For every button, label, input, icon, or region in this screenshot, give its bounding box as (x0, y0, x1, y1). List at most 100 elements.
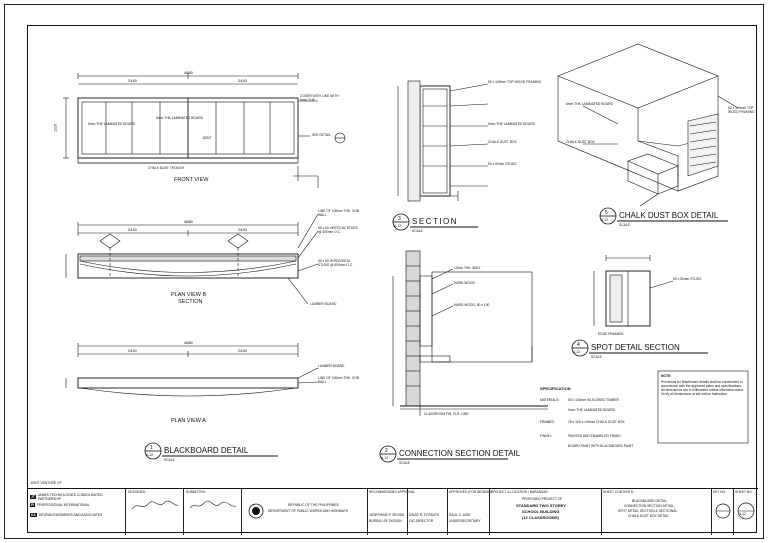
planb-label-horizontal: 50 x 50 HORIZONTAL STUDS @ 600mm O.C. (318, 259, 354, 267)
spec-finish-1: 25 x 100 x 100mm CHALK DUST BOX (568, 420, 625, 424)
firm-3-logo: DA (30, 513, 37, 517)
sheet-no-bubble-icon (737, 502, 755, 520)
signatory-1-title: BUREAU OF DESIGN (369, 519, 402, 523)
submitted-cell: SUBMITTED: (184, 489, 242, 535)
set-no-label: SET NO. (713, 490, 727, 494)
edge-framing-label: EDGE FRAMING (598, 332, 624, 336)
section-label-bottom: 50 x 50mm STUDS (488, 162, 517, 166)
sheet-contents-1: BLACKBOARD DETAIL, (632, 499, 668, 503)
agency-cell: REPUBLIC OF THE PHILIPPINES DEPARTMENT O… (242, 489, 368, 535)
joint-venture-label: JOINT VENTURE OF (30, 481, 62, 485)
sheet-contents-3: SPOT DETAIL SECTION & SECTIONAL (618, 509, 678, 513)
detail-1-title: BLACKBOARD DETAIL (164, 446, 249, 455)
project-line-3: SCHOOL BUILDING (522, 509, 560, 514)
recommending-label: RECOMMENDING APPROVAL (369, 490, 416, 494)
signatory-2-name: DAVID R. FOTANTE (409, 513, 440, 517)
plana-label-board: LUMBER BOARD (318, 364, 345, 368)
set-no-bubble-icon (715, 503, 731, 519)
detail-5-number: 5 (605, 210, 608, 216)
sheet-no-value: A-12 (739, 512, 746, 516)
section-3-drawing (397, 80, 489, 202)
signatory-1-cell: RECOMMENDING APPROVAL JOSEPHINE P. SEVID… (368, 489, 415, 535)
submitted-label: SUBMITTED: (186, 490, 206, 494)
dpwh-seal-icon (248, 503, 264, 519)
approved-label: APPROVED (FOR BIDDING): (449, 490, 493, 494)
front-view-title: FRONT VIEW (174, 177, 209, 183)
detail-1-ref: A-12 (146, 453, 154, 457)
signatory-3-name: RAUL C. ASIS (449, 513, 471, 517)
plan-view-a-drawing (65, 343, 319, 397)
signatory-2-title: OIC-DIRECTOR (409, 519, 434, 523)
signatory-3-cell: APPROVED (FOR BIDDING): RAUL C. ASIS UND… (448, 489, 493, 535)
plana-dim-overall: 4880 (184, 340, 193, 345)
sheet-contents-2: CONNECTION SECTION DETAIL, (624, 504, 675, 508)
detail-4-title: SPOT DETAIL SECTION (591, 343, 680, 352)
firms-cell: JT JAMES TECHNOLOGIES CONSOLIDATED PARTN… (28, 489, 126, 535)
front-dim-left: 2440 (128, 78, 137, 83)
planb-label-line: LINE OF 100mm THK. CHB WALL (318, 209, 359, 217)
front-label-plywood-left: 6mm THK LAMINATED BOARD (88, 122, 135, 126)
firm-1-logo: JT (30, 495, 36, 499)
spec-finish-2: PAINTED AND ENAMELED FINISH (568, 434, 621, 438)
front-view-drawing (63, 73, 346, 188)
chalk-dust-box-drawing (557, 43, 739, 207)
planb-dim-left: 2440 (128, 227, 137, 232)
front-label-joint: JOINT (202, 136, 212, 140)
firm-2-logo: PI (30, 503, 36, 507)
detail-3-number: 3 (398, 216, 401, 222)
plan-view-a-title: PLAN VIEW A (171, 418, 206, 424)
detail-1-number: 1 (150, 445, 153, 451)
detail-2-title: CONNECTION SECTION DETAIL (399, 449, 521, 458)
section-label-chalk: CHALK DUST BOX (488, 140, 517, 144)
signatory-1-name: JOSEPHINE P. SEVIDE (369, 513, 405, 517)
note-box (657, 370, 749, 444)
signatory-3-title: UNDERSECRETARY (449, 519, 481, 523)
detail-3-ref: A-12 (394, 224, 402, 228)
connection-label-floor: CLASSROOM FIN. FLR. LINE (424, 412, 469, 416)
designed-label: DESIGNED: (128, 490, 147, 494)
detail-4-number: 4 (577, 342, 580, 348)
note-heading: NOTE: (661, 374, 672, 378)
firm-3-name: DEVRAN ENGINEERS AND ASSOCIATES (38, 513, 103, 517)
connection-section-drawing (392, 250, 548, 416)
front-label-cover: COVER WITH LINE WITH 6mm THK. (300, 94, 339, 102)
chalk-label-ply: 6mm THK LAMINATED BOARD (566, 102, 613, 106)
project-line-4: (12 CLASSROOMS) (522, 515, 559, 520)
designed-cell: DESIGNED: (126, 489, 184, 535)
detail-5-title: CHALK DUST BOX DETAIL (619, 211, 719, 220)
set-no-cell: SET NO. (712, 489, 734, 535)
detail-5-scale: SCALE (619, 223, 630, 227)
submitted-signature (189, 500, 237, 509)
planb-label-board: LUMBER BOARD (310, 302, 337, 306)
front-label-see-detail: SEE DETAIL (312, 133, 331, 137)
planb-dim-overall: 4880 (184, 219, 193, 224)
department-label: DEPARTMENT OF PUBLIC WORKS AND HIGHWAYS (268, 509, 349, 513)
section-label-top: 50 x 100mm TOP WOOD FRAMING (488, 80, 542, 84)
project-line-1: PROPOSED PROJECT OF (522, 497, 563, 501)
spec-frames-label: FRAMES: (540, 420, 555, 424)
detail-2-number: 2 (385, 448, 388, 454)
drawing-canvas (63, 43, 749, 463)
note-body: Provisions for Blackboard details shall … (661, 380, 744, 396)
drawing-frame: 4880 2440 2440 1220 6mm THK LAMINATED BO… (27, 25, 758, 535)
title-block: JT JAMES TECHNOLOGIES CONSOLIDATED PARTN… (28, 488, 758, 535)
project-line-2: STANDARD TWO STOREY (516, 503, 567, 508)
chalk-label-box: CHALK DUST BOX (566, 140, 595, 144)
detail-5-ref: A-12 (601, 218, 609, 222)
designed-signature (131, 500, 179, 510)
spec-finish-3: BOARD PAINT WITH BLACKBOARD PAINT (568, 444, 634, 448)
front-dim-height: 1220 (53, 124, 58, 132)
spot-detail-drawing (593, 255, 674, 327)
plan-view-b-subtitle: SECTION (178, 299, 203, 305)
spec-materials-label: MATERIALS: (540, 398, 560, 402)
detail-2-ref: A-12 (381, 456, 389, 460)
chalk-label-top: 50 x 100mm TOP WOOD FRAMING (728, 106, 755, 114)
front-dim-right: 2440 (238, 78, 247, 83)
detail-4-scale: SCALE (591, 355, 602, 359)
spec-finish-label: FINISH: (540, 434, 552, 438)
detail-3-scale: SCALE (412, 229, 423, 233)
connection-label-hardwood-size: HARD WOOD, 50 x 100 (454, 303, 490, 307)
drawing-sheet: 4880 2440 2440 1220 6mm THK LAMINATED BO… (4, 4, 764, 539)
firm-1-name: JAMES TECHNOLOGIES CONSOLIDATED PARTNERS… (37, 493, 103, 501)
connection-label-hardwood: HARD WOOD (454, 281, 475, 285)
